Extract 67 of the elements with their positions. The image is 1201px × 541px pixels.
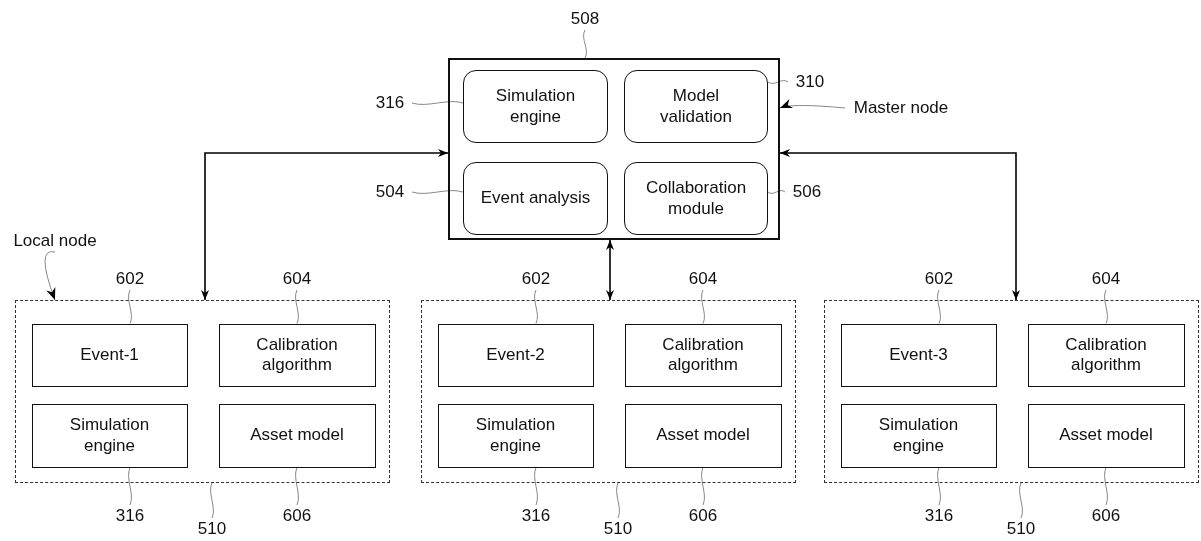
callout-number: 508 <box>563 8 607 30</box>
component-box: Asset model <box>624 403 782 468</box>
leader-line <box>701 467 705 506</box>
callout-number: 606 <box>681 505 725 527</box>
callout-number: 316 <box>368 92 412 114</box>
module-box: Collaboration module <box>624 162 768 235</box>
component-box: Simulation engine <box>840 403 997 468</box>
leader-line <box>767 80 789 84</box>
master-node-box <box>448 58 780 240</box>
callout-number: 604 <box>1084 268 1128 290</box>
leader-line <box>1104 467 1108 506</box>
component-box: Simulation engine <box>31 403 188 468</box>
callout-number: 606 <box>275 505 319 527</box>
leader-line <box>1019 482 1023 519</box>
leader-line <box>295 467 299 506</box>
callout-number: 316 <box>108 505 152 527</box>
callout-number: 510 <box>999 518 1043 540</box>
module-box: Simulation engine <box>463 70 608 143</box>
leader-line <box>128 289 132 324</box>
component-box: Calibration algorithm <box>218 323 376 387</box>
component-box: Simulation engine <box>437 403 594 468</box>
callout-number: 316 <box>917 505 961 527</box>
component-box: Event-2 <box>437 323 594 387</box>
callout-number: 506 <box>785 181 829 203</box>
leader-line <box>128 467 132 506</box>
callout-number: 504 <box>368 181 412 203</box>
connector-arrow <box>606 239 614 301</box>
component-box: Asset model <box>1027 403 1185 468</box>
connector-arrow <box>779 149 1020 301</box>
component-box: Event-1 <box>31 323 188 387</box>
callout-label: Master node <box>845 97 957 119</box>
connector-arrow <box>201 149 449 301</box>
local-node-box <box>824 300 1199 483</box>
callout-number: 510 <box>190 518 234 540</box>
callout-number: 510 <box>596 518 640 540</box>
module-box: Event analysis <box>463 162 608 235</box>
callout-number: 606 <box>1084 505 1128 527</box>
leader-line <box>534 289 538 324</box>
callout-number: 604 <box>275 268 319 290</box>
leader-line <box>937 467 941 506</box>
leader-line <box>767 190 786 194</box>
component-box: Asset model <box>218 403 376 468</box>
leader-line <box>534 467 538 506</box>
callout-number: 602 <box>108 268 152 290</box>
local-node-box <box>15 300 390 483</box>
local-node-box <box>421 300 796 483</box>
component-box: Calibration algorithm <box>624 323 782 387</box>
callout-number: 604 <box>681 268 725 290</box>
leader-line <box>210 482 214 519</box>
callout-number: 602 <box>917 268 961 290</box>
callout-number: 602 <box>514 268 558 290</box>
leader-line <box>701 289 705 324</box>
component-box: Event-3 <box>840 323 997 387</box>
callout-number: 310 <box>788 71 832 93</box>
callout-label: Local node <box>5 230 105 252</box>
component-box: Calibration algorithm <box>1027 323 1185 387</box>
module-box: Model validation <box>624 70 768 143</box>
leader-line <box>1104 289 1108 324</box>
leader-line <box>295 289 299 324</box>
leader-arrow <box>44 251 56 301</box>
leader-line <box>411 190 464 194</box>
leader-line <box>583 29 587 59</box>
leader-line <box>616 482 620 519</box>
callout-number: 316 <box>514 505 558 527</box>
leader-arrow <box>779 99 846 109</box>
leader-line <box>411 101 464 105</box>
leader-line <box>937 289 941 324</box>
